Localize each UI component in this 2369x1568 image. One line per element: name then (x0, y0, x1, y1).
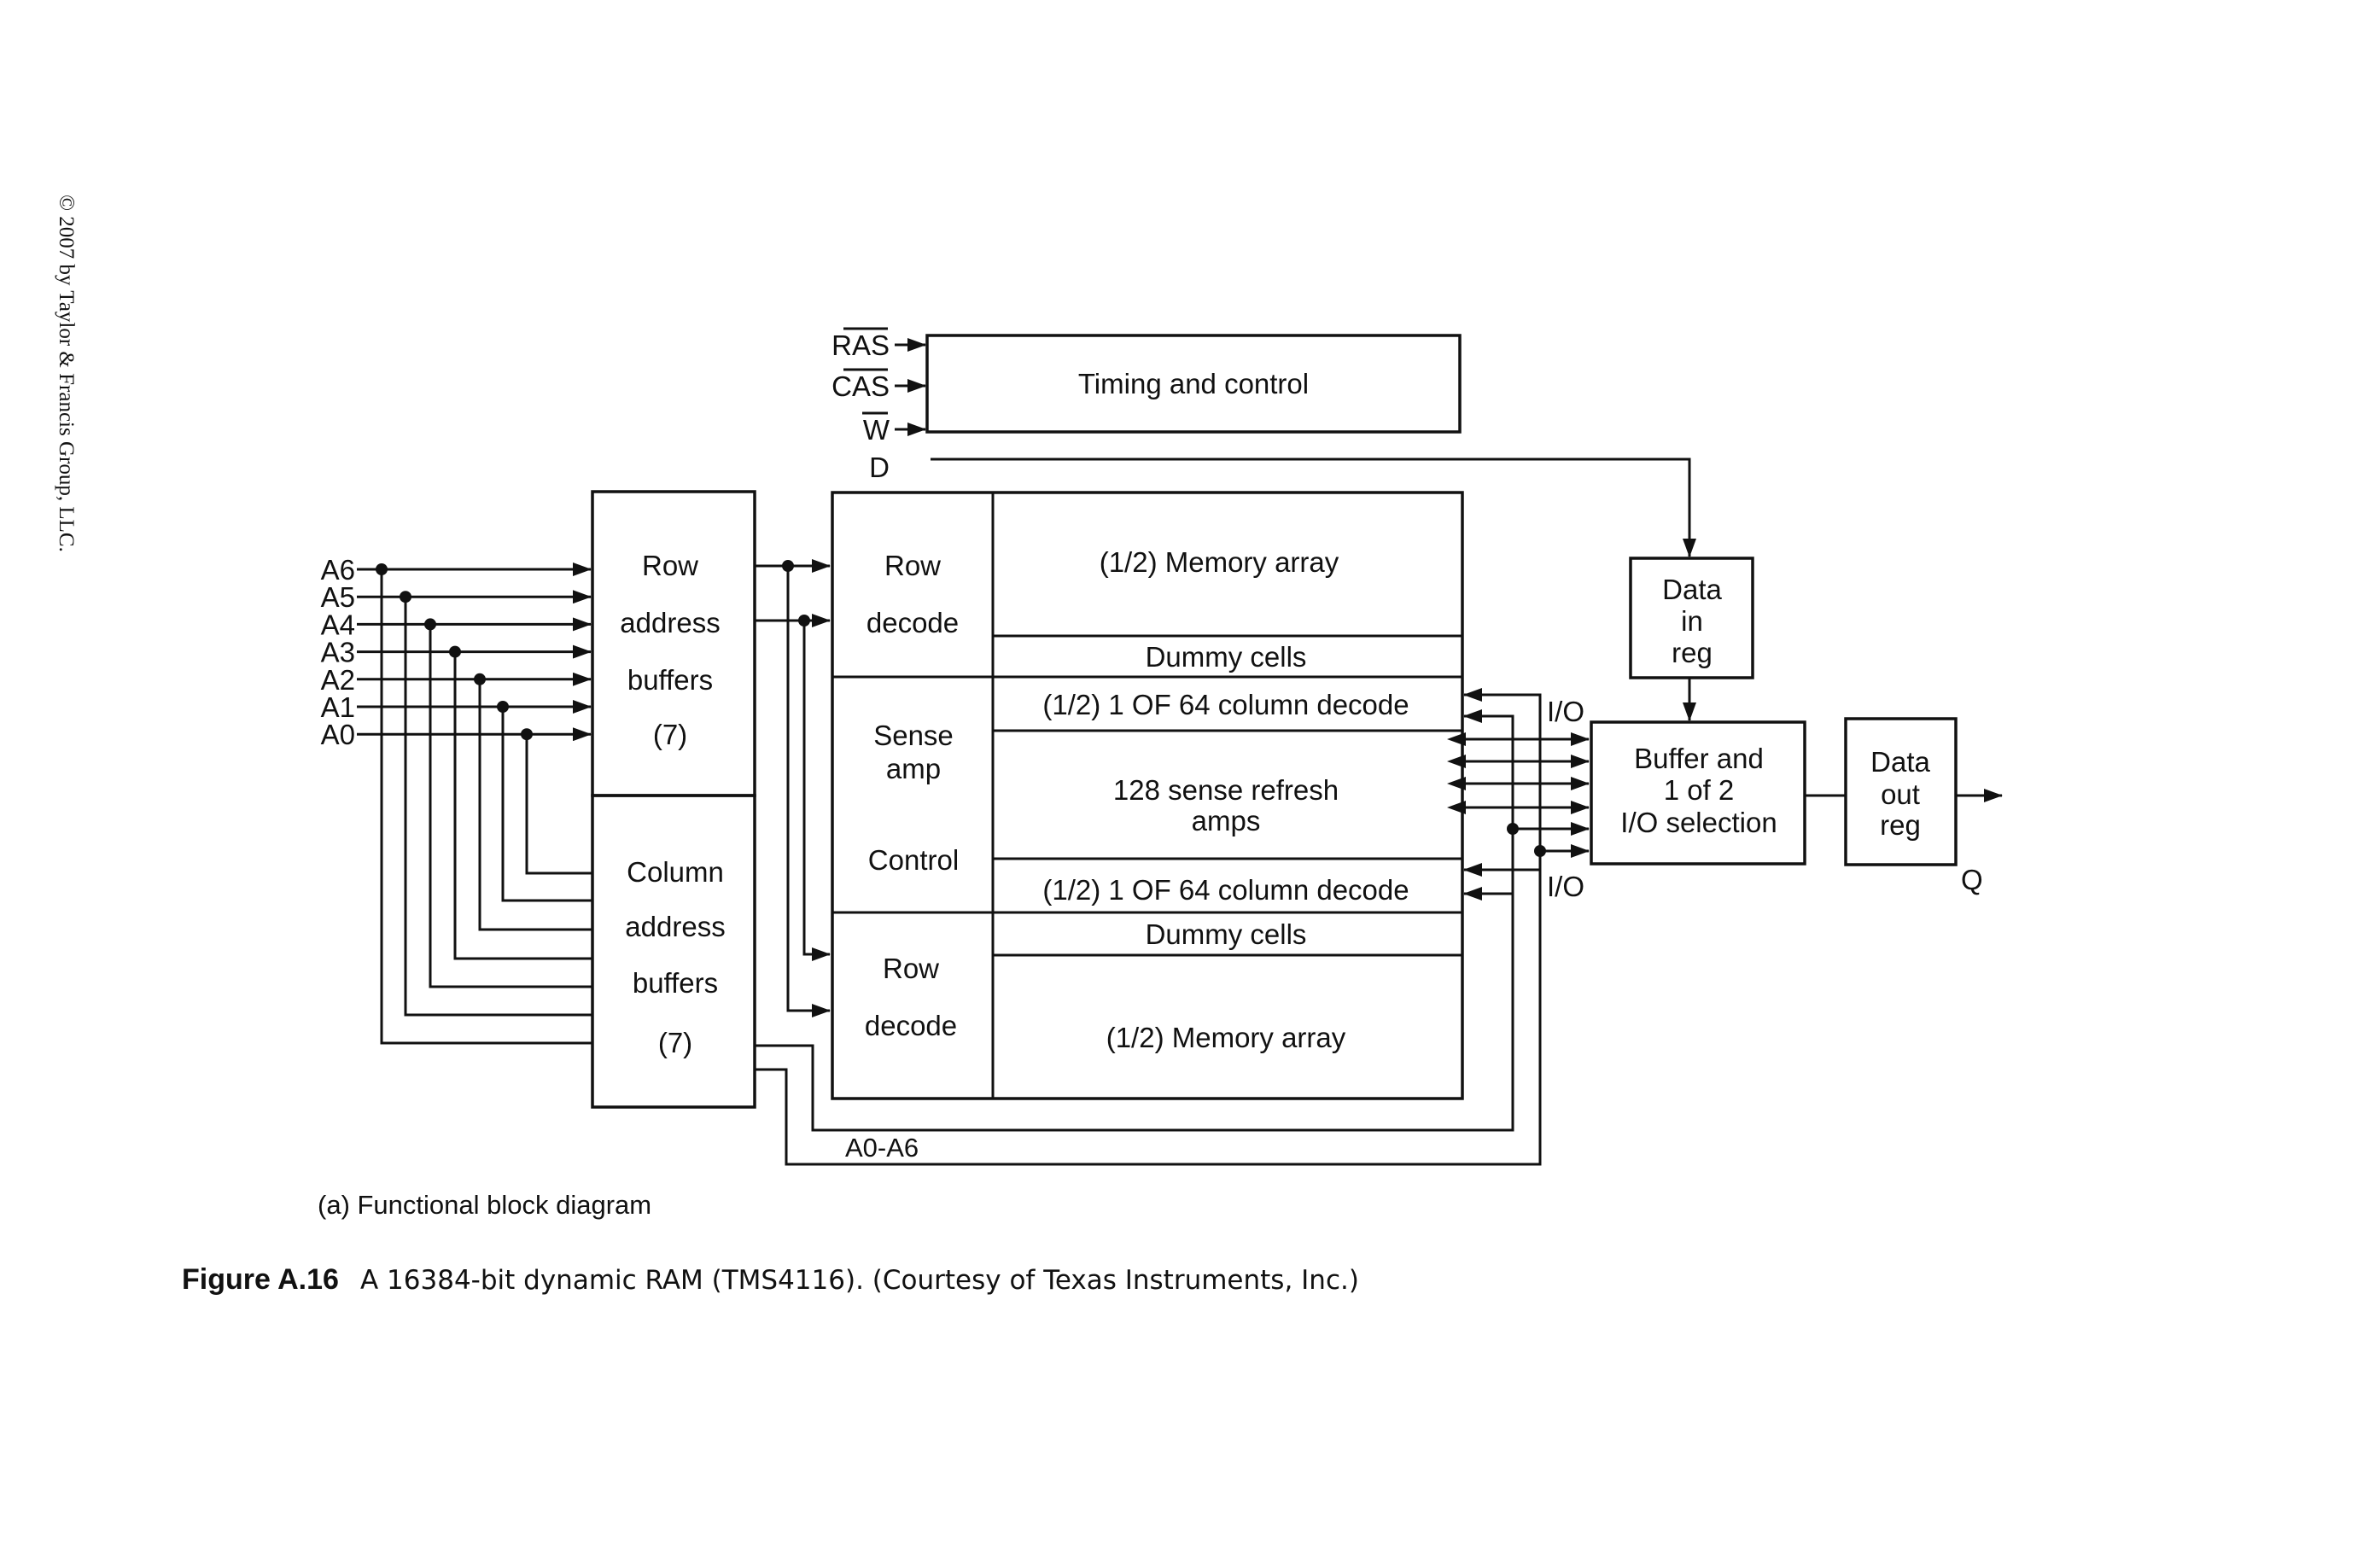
column-address-tap (380, 569, 592, 1045)
w-label: W (863, 414, 890, 446)
junction-dot (497, 701, 509, 713)
column-address-tap (525, 734, 592, 875)
junction-dot (400, 591, 411, 603)
row-buf-line-3: buffers (627, 664, 713, 696)
d-line (931, 458, 1696, 557)
sense-amp-line-2: amp (886, 753, 941, 784)
data-out-line-3: reg (1880, 809, 1921, 841)
row-buf-line-1: Row (642, 550, 698, 581)
junction-dot (449, 645, 461, 658)
timing-control-block (925, 334, 1462, 434)
row-buf-line-4: (7) (653, 719, 687, 750)
data-out-line-1: Data (1870, 746, 1930, 778)
junction-dot (1507, 823, 1519, 835)
subcaption: (a) Functional block diagram (318, 1190, 651, 1220)
address-input-label: A0 (321, 719, 355, 750)
junction-dot (1534, 845, 1546, 857)
junction-dot (798, 615, 810, 627)
data-in-line-1: Data (1662, 574, 1722, 605)
q-output-label: Q (1961, 864, 1983, 895)
column-address-tap (404, 597, 592, 1017)
row-buf-line-2: address (620, 607, 720, 638)
column-address-tap (501, 707, 592, 902)
figure-label: Figure A.16 (182, 1263, 339, 1296)
buffer-line-3: I/O selection (1620, 807, 1777, 838)
ras-label: RAS (831, 329, 890, 361)
junction-dot (376, 563, 388, 575)
memory-core (831, 491, 1464, 1100)
junction-dot (782, 560, 794, 572)
buffer-io-selection-block (1590, 720, 1806, 866)
column-bus-label: A0-A6 (845, 1133, 919, 1163)
control-inputs: RAS CAS W D (831, 327, 1696, 557)
dummy-cells-bottom-label: Dummy cells (1146, 918, 1307, 950)
address-input-label: A5 (321, 581, 355, 613)
copyright-text: © 2007 by Taylor & Francis Group, LLC. (55, 195, 78, 552)
address-input-label: A6 (321, 554, 355, 586)
column-address-buffers-block (591, 794, 756, 1109)
buffer-line-2: 1 of 2 (1664, 774, 1735, 806)
dummy-cells-top-label: Dummy cells (1146, 641, 1307, 673)
sense-refresh-line-1: 128 sense refresh (1113, 774, 1339, 806)
timing-control-label: Timing and control (1078, 368, 1309, 399)
column-address-tap (429, 624, 592, 988)
col-buf-line-1: Column (627, 856, 724, 888)
junction-dot (424, 618, 436, 631)
column-decode-top-label: (1/2) 1 OF 64 column decode (1042, 689, 1409, 720)
data-in-line-3: reg (1672, 637, 1713, 668)
data-in-reg-block (1629, 557, 1754, 679)
io-lines (1447, 732, 1590, 901)
buffer-line-1: Buffer and (1634, 743, 1764, 774)
column-address-tap (453, 651, 592, 960)
column-address-tap (478, 679, 592, 931)
sense-amp-line-1: Sense (873, 720, 954, 751)
sense-refresh-line-2: amps (1192, 805, 1261, 836)
column-decode-bottom-label: (1/2) 1 OF 64 column decode (1042, 874, 1409, 906)
row-decode-bottom-line-2: decode (865, 1010, 957, 1041)
cas-label: CAS (831, 370, 890, 402)
junction-dot (474, 673, 486, 685)
d-label: D (869, 452, 890, 483)
io-label-top: I/O (1547, 696, 1584, 727)
figure-caption-text: A 16384-bit dynamic RAM (TMS4116). (Cour… (360, 1265, 1359, 1296)
row-decode-top-line-1: Row (884, 550, 941, 581)
io-label-bottom: I/O (1547, 871, 1584, 902)
sense-amp-line-3: Control (868, 844, 959, 876)
data-out-reg-block (1844, 717, 1958, 866)
address-input-label: A2 (321, 664, 355, 696)
column-address-bus (755, 688, 1542, 1166)
col-buf-line-2: address (625, 911, 725, 942)
memory-array-top-label: (1/2) Memory array (1100, 546, 1339, 578)
row-decode-top-line-2: decode (866, 607, 959, 638)
row-decode-bottom-line-1: Row (883, 953, 939, 984)
col-buf-line-4: (7) (658, 1027, 692, 1058)
junction-dot (521, 728, 533, 741)
memory-array-bottom-label: (1/2) Memory array (1106, 1022, 1346, 1053)
address-input-label: A4 (321, 609, 355, 640)
data-out-line-2: out (1881, 778, 1920, 810)
address-input-label: A1 (321, 691, 355, 723)
row-decode-connections (755, 559, 831, 1017)
data-in-line-2: in (1681, 605, 1703, 637)
address-input-label: A3 (321, 637, 355, 668)
col-buf-line-3: buffers (633, 967, 718, 999)
